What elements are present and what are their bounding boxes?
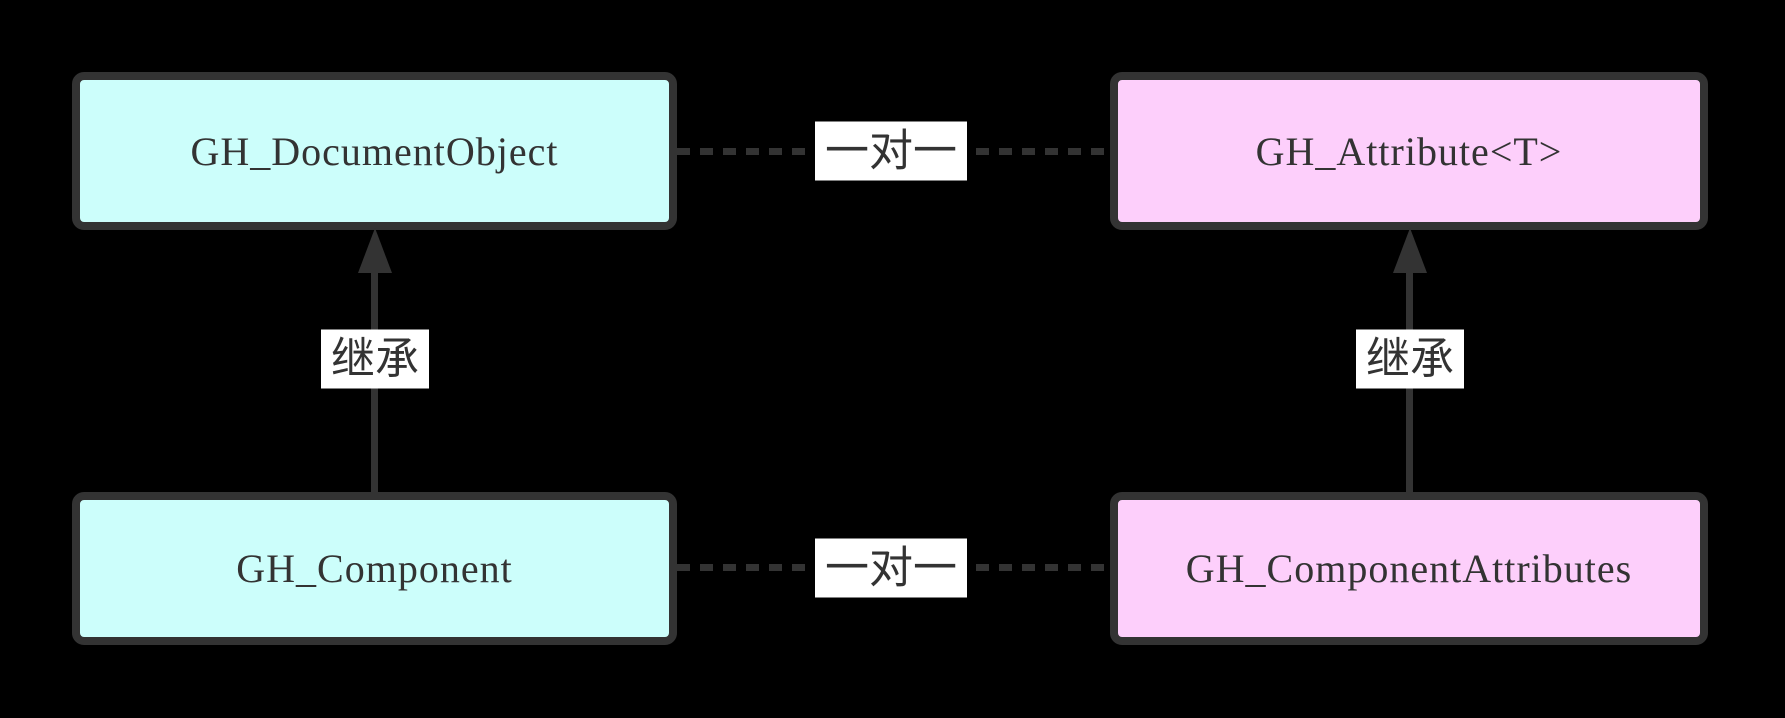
edge-label-one-to-one-bottom: 一对一 <box>815 538 967 598</box>
node-gh-component-attributes: GH_ComponentAttributes <box>1110 492 1708 645</box>
edge-label-inherit-left: 继承 <box>321 329 429 389</box>
node-label: GH_ComponentAttributes <box>1185 546 1633 591</box>
node-gh-attribute-t: GH_Attribute<T> <box>1110 72 1708 230</box>
arrow-up-icon <box>358 228 392 273</box>
edge-label-one-to-one-top: 一对一 <box>815 121 967 181</box>
node-label: GH_Attribute<T> <box>1255 128 1563 174</box>
node-gh-component: GH_Component <box>72 492 677 645</box>
node-label: GH_Component <box>236 546 513 591</box>
edge-label-inherit-right: 继承 <box>1356 329 1464 389</box>
node-gh-document-object: GH_DocumentObject <box>72 72 677 230</box>
arrow-up-icon <box>1393 228 1427 273</box>
node-label: GH_DocumentObject <box>190 128 559 174</box>
